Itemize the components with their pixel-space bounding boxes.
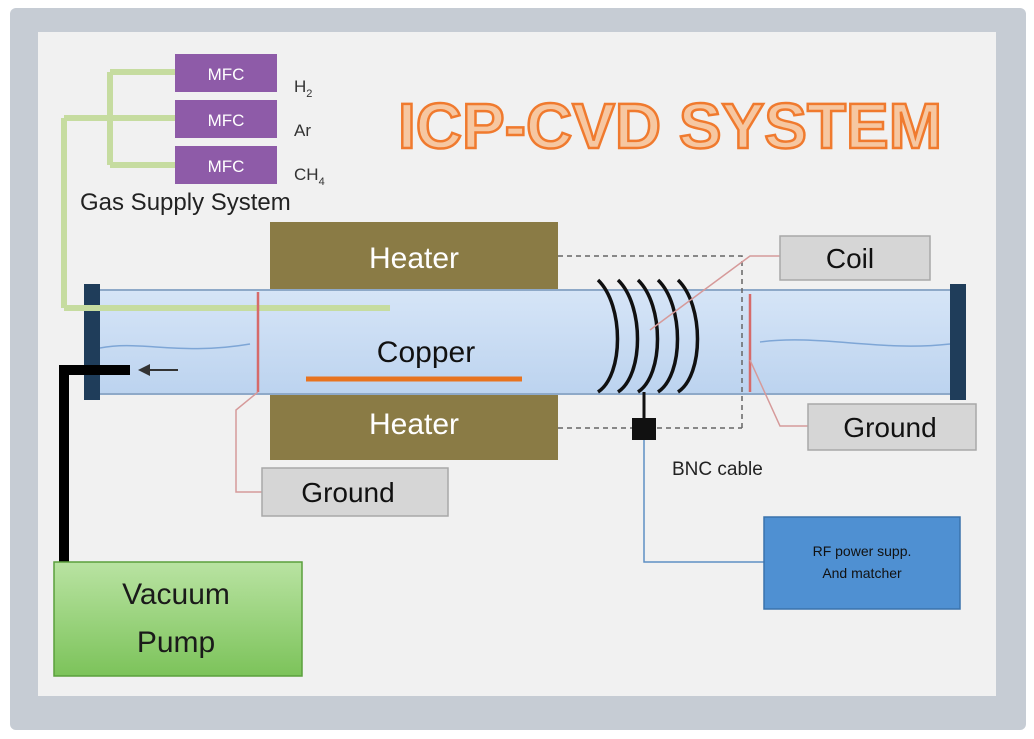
heater-top: Heater <box>270 222 558 292</box>
mfc-label: MFC <box>208 111 245 130</box>
heater-top-label: Heater <box>369 242 459 275</box>
tube-reflection-left <box>99 343 251 350</box>
heater-bottom: Heater <box>270 392 558 460</box>
vacuum-pump-line2: Pump <box>137 626 215 659</box>
coil-label-box: Coil <box>779 235 931 281</box>
rf-power-line2: And matcher <box>822 565 902 581</box>
vacuum-pump-line1: Vacuum <box>122 578 230 611</box>
flow-arrow-icon <box>138 364 150 376</box>
vacuum-line <box>59 365 130 562</box>
mfc-label: MFC <box>208 157 245 176</box>
ground-right-leader <box>749 359 808 427</box>
mfc-unit-2: MFC <box>175 100 277 138</box>
gas-label-ar: Ar <box>294 121 311 140</box>
diagram-title: ICP-CVD SYSTEM <box>398 90 942 162</box>
ground-right-label-box: Ground <box>807 403 977 451</box>
tube-endcap-left <box>84 284 100 400</box>
mfc-unit-1: MFC <box>175 54 277 92</box>
copper-label: Copper <box>377 336 475 369</box>
coil-leader <box>649 255 780 331</box>
bnc-label: BNC cable <box>672 459 763 480</box>
gas-label-ch4: CH4 <box>294 165 325 188</box>
ground-right-label: Ground <box>843 412 936 443</box>
gas-label-h2: H2 <box>294 77 312 100</box>
coil-label: Coil <box>826 243 874 274</box>
vacuum-pump: Vacuum Pump <box>53 561 303 677</box>
bnc-cable <box>643 440 764 563</box>
heater-wire-top <box>558 255 743 428</box>
gas-supply-label: Gas Supply System <box>80 189 291 216</box>
mfc-unit-3: MFC <box>175 146 277 184</box>
ground-left-label-box: Ground <box>261 467 449 517</box>
bnc-connector <box>632 418 656 440</box>
tube-reflection-right <box>759 339 951 347</box>
tube-endcap-right <box>950 284 966 400</box>
rf-power-line1: RF power supp. <box>813 543 912 559</box>
ground-left-leader <box>235 391 264 493</box>
mfc-label: MFC <box>208 65 245 84</box>
heater-bottom-label: Heater <box>369 408 459 441</box>
ground-left-label: Ground <box>301 477 394 508</box>
rf-power-supply: RF power supp. And matcher <box>763 516 961 610</box>
rf-coil <box>596 278 700 394</box>
